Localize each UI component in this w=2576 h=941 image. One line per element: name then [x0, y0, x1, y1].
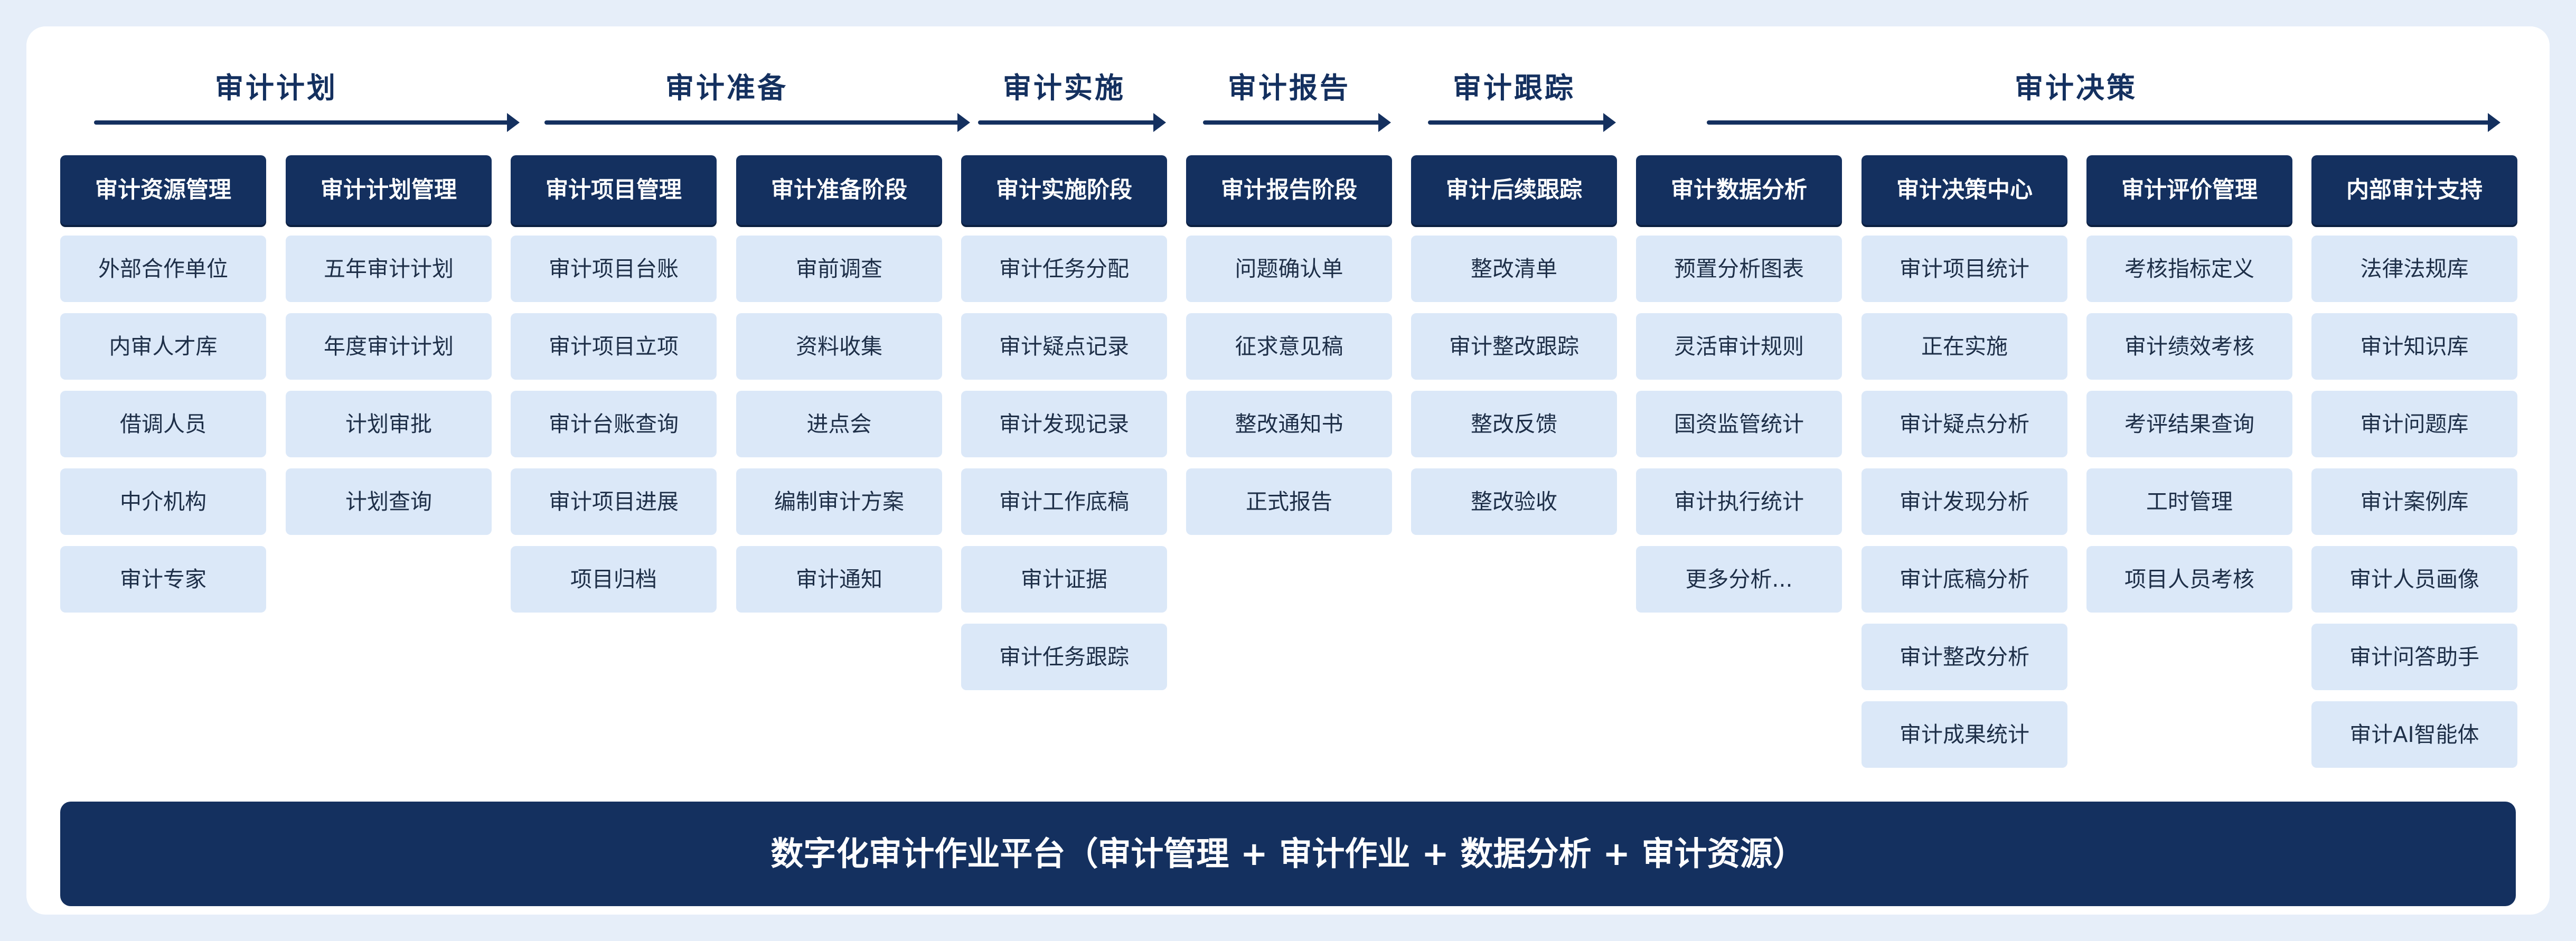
module-item[interactable]: 审计疑点分析: [1862, 391, 2067, 457]
column-header: 审计准备阶段: [736, 155, 942, 225]
module-item[interactable]: 审计证据: [961, 546, 1167, 613]
phase-track-title: 审计跟踪: [1453, 71, 1575, 105]
phase-prepare: 审计准备: [511, 64, 970, 132]
module-item[interactable]: 审计项目立项: [511, 313, 717, 380]
platform-banner: 数字化审计作业平台（审计管理 + 审计作业 + 数据分析 + 审计资源）: [60, 802, 2516, 906]
module-item[interactable]: 考评结果查询: [2086, 391, 2292, 457]
column-header: 审计实施阶段: [961, 155, 1167, 225]
module-item[interactable]: 项目归档: [511, 546, 717, 613]
column-header: 审计项目管理: [511, 155, 717, 225]
phase-implement-arrow: [978, 113, 1166, 132]
module-item[interactable]: 计划审批: [286, 391, 492, 457]
module-item[interactable]: 中介机构: [60, 468, 266, 535]
phase-plan-arrow: [94, 113, 520, 132]
module-item[interactable]: 编制审计方案: [736, 468, 942, 535]
module-item[interactable]: 正式报告: [1186, 468, 1392, 535]
phase-decision-title: 审计决策: [2015, 71, 2137, 105]
column-implementation-stage: 审计实施阶段 审计任务分配 审计疑点记录 审计发现记录 审计工作底稿 审计证据 …: [961, 155, 1167, 701]
module-item[interactable]: 内审人才库: [60, 313, 266, 380]
module-item[interactable]: 审计台账查询: [511, 391, 717, 457]
module-item[interactable]: 工时管理: [2086, 468, 2292, 535]
phase-report-title: 审计报告: [1228, 71, 1350, 105]
column-header: 审计数据分析: [1636, 155, 1842, 225]
phase-implement: 审计实施: [961, 64, 1167, 132]
phase-track-arrow: [1428, 113, 1616, 132]
module-item[interactable]: 借调人员: [60, 391, 266, 457]
module-item[interactable]: 更多分析...: [1636, 546, 1842, 613]
module-item[interactable]: 考核指标定义: [2086, 236, 2292, 302]
module-item[interactable]: 审计人员画像: [2311, 546, 2517, 613]
module-item[interactable]: 审前调查: [736, 236, 942, 302]
phase-track: 审计跟踪: [1411, 64, 1617, 132]
module-item[interactable]: 审计执行统计: [1636, 468, 1842, 535]
module-item[interactable]: 审计知识库: [2311, 313, 2517, 380]
phase-prepare-arrow: [544, 113, 970, 132]
column-plan-management: 审计计划管理 五年审计计划 年度审计计划 计划审批 计划查询: [286, 155, 492, 546]
column-header: 审计报告阶段: [1186, 155, 1392, 225]
module-item[interactable]: 五年审计计划: [286, 236, 492, 302]
column-evaluation-management: 审计评价管理 考核指标定义 审计绩效考核 考评结果查询 工时管理 项目人员考核: [2086, 155, 2292, 624]
module-item[interactable]: 进点会: [736, 391, 942, 457]
module-item[interactable]: 计划查询: [286, 468, 492, 535]
module-item[interactable]: 审计项目进展: [511, 468, 717, 535]
module-item[interactable]: 国资监管统计: [1636, 391, 1842, 457]
phase-report: 审计报告: [1186, 64, 1392, 132]
column-header: 审计后续跟踪: [1411, 155, 1617, 225]
phase-decision: 审计决策: [1636, 64, 2516, 132]
module-item[interactable]: 灵活审计规则: [1636, 313, 1842, 380]
module-item[interactable]: 项目人员考核: [2086, 546, 2292, 613]
module-item[interactable]: 预置分析图表: [1636, 236, 1842, 302]
phase-decision-arrow: [1707, 113, 2500, 132]
module-item[interactable]: 审计成果统计: [1862, 701, 2067, 768]
column-header: 内部审计支持: [2311, 155, 2517, 225]
module-item[interactable]: 审计通知: [736, 546, 942, 613]
module-item[interactable]: 整改清单: [1411, 236, 1617, 302]
column-internal-audit-support: 内部审计支持 法律法规库 审计知识库 审计问题库 审计案例库 审计人员画像 审计…: [2311, 155, 2517, 779]
module-item[interactable]: 正在实施: [1862, 313, 2067, 380]
module-item[interactable]: 审计项目统计: [1862, 236, 2067, 302]
module-item[interactable]: 审计任务跟踪: [961, 624, 1167, 690]
column-header: 审计评价管理: [2086, 155, 2292, 225]
module-item[interactable]: 审计底稿分析: [1862, 546, 2067, 613]
module-item[interactable]: 审计发现分析: [1862, 468, 2067, 535]
module-item[interactable]: 审计疑点记录: [961, 313, 1167, 380]
module-item[interactable]: 审计AI智能体: [2311, 701, 2517, 768]
module-item[interactable]: 审计发现记录: [961, 391, 1167, 457]
phase-plan-title: 审计计划: [215, 71, 337, 105]
module-item[interactable]: 整改验收: [1411, 468, 1617, 535]
module-item[interactable]: 审计问题库: [2311, 391, 2517, 457]
module-item[interactable]: 审计问答助手: [2311, 624, 2517, 690]
phase-prepare-title: 审计准备: [665, 71, 788, 105]
phase-implement-title: 审计实施: [1003, 71, 1125, 105]
column-project-management: 审计项目管理 审计项目台账 审计项目立项 审计台账查询 审计项目进展 项目归档: [511, 155, 717, 624]
module-item[interactable]: 审计工作底稿: [961, 468, 1167, 535]
column-preparation-stage: 审计准备阶段 审前调查 资料收集 进点会 编制审计方案 审计通知: [736, 155, 942, 624]
column-header: 审计计划管理: [286, 155, 492, 225]
column-header: 审计决策中心: [1862, 155, 2067, 225]
column-header: 审计资源管理: [60, 155, 266, 225]
module-item[interactable]: 审计绩效考核: [2086, 313, 2292, 380]
module-item[interactable]: 资料收集: [736, 313, 942, 380]
module-item[interactable]: 年度审计计划: [286, 313, 492, 380]
column-report-stage: 审计报告阶段 问题确认单 征求意见稿 整改通知书 正式报告: [1186, 155, 1392, 546]
module-item[interactable]: 审计专家: [60, 546, 266, 613]
column-decision-center: 审计决策中心 审计项目统计 正在实施 审计疑点分析 审计发现分析 审计底稿分析 …: [1862, 155, 2067, 779]
module-item[interactable]: 问题确认单: [1186, 236, 1392, 302]
module-item[interactable]: 整改通知书: [1186, 391, 1392, 457]
phase-report-arrow: [1203, 113, 1391, 132]
module-item[interactable]: 审计整改跟踪: [1411, 313, 1617, 380]
module-item[interactable]: 审计项目台账: [511, 236, 717, 302]
module-item[interactable]: 审计案例库: [2311, 468, 2517, 535]
column-follow-up-tracking: 审计后续跟踪 整改清单 审计整改跟踪 整改反馈 整改验收: [1411, 155, 1617, 546]
module-item[interactable]: 法律法规库: [2311, 236, 2517, 302]
module-item[interactable]: 外部合作单位: [60, 236, 266, 302]
module-item[interactable]: 整改反馈: [1411, 391, 1617, 457]
module-item[interactable]: 审计任务分配: [961, 236, 1167, 302]
module-item[interactable]: 征求意见稿: [1186, 313, 1392, 380]
column-data-analysis: 审计数据分析 预置分析图表 灵活审计规则 国资监管统计 审计执行统计 更多分析.…: [1636, 155, 1842, 624]
phase-plan: 审计计划: [60, 64, 520, 132]
module-item[interactable]: 审计整改分析: [1862, 624, 2067, 690]
column-resource-management: 审计资源管理 外部合作单位 内审人才库 借调人员 中介机构 审计专家: [60, 155, 266, 624]
